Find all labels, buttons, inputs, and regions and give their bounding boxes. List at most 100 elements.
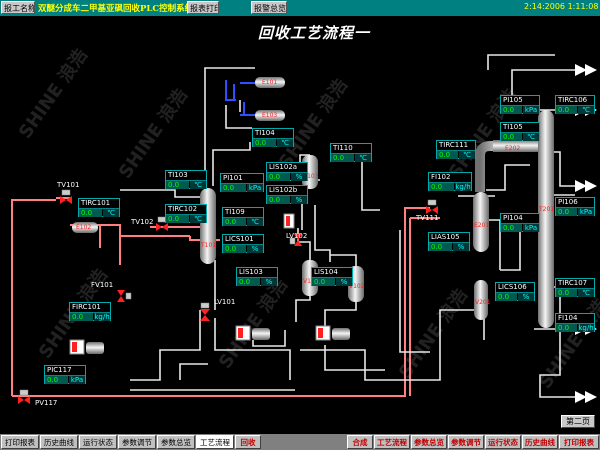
- instrument-panel-lics101[interactable]: LICS101 0.0%: [222, 234, 264, 253]
- vessel-label-v101: V101: [303, 278, 319, 285]
- panel-tag: TI105: [501, 123, 539, 133]
- vessel-label-e202: E202: [505, 145, 521, 152]
- nav-run-status[interactable]: 运行状态: [79, 435, 117, 449]
- valve-label-tv102[interactable]: TV102: [131, 218, 154, 226]
- top-button-alarm-overview[interactable]: 报警总览: [251, 1, 287, 14]
- instrument-panel-ti105[interactable]: TI105 0.0℃: [500, 122, 540, 141]
- panel-unit: ℃: [190, 215, 206, 223]
- nav-synthesis-print-report[interactable]: 打印报表: [559, 435, 599, 449]
- panel-unit: %: [247, 245, 263, 253]
- nav-synthesis[interactable]: 合成: [347, 435, 373, 449]
- next-page-button[interactable]: 第二页: [561, 415, 595, 428]
- nav-synthesis-param-adjust[interactable]: 参数调节: [448, 435, 484, 449]
- panel-tag: PI106: [556, 198, 594, 208]
- panel-value: 0.0: [70, 313, 93, 321]
- instrument-panel-ti109[interactable]: TI109 0.0℃: [222, 207, 264, 226]
- instrument-panel-tirc107[interactable]: TIRC107 0.0℃: [555, 278, 595, 297]
- nav-history-curve[interactable]: 历史曲线: [40, 435, 78, 449]
- instrument-panel-ti103[interactable]: TI103 0.0℃: [165, 170, 207, 189]
- panel-value: 0.0: [556, 106, 577, 114]
- panel-value: 0.0: [267, 196, 290, 204]
- panel-value: 0.0: [556, 324, 577, 332]
- valve-label-tv101[interactable]: TV101: [57, 181, 80, 189]
- panel-unit: kg/h: [578, 324, 594, 332]
- panel-unit: ℃: [277, 139, 293, 147]
- panel-unit: %: [291, 196, 307, 204]
- nav-synthesis-run-status[interactable]: 运行状态: [485, 435, 521, 449]
- panel-tag: LICS101: [223, 235, 263, 245]
- instrument-panel-lis103[interactable]: LIS103 0.0%: [236, 267, 278, 286]
- nav-print-report[interactable]: 打印报表: [1, 435, 39, 449]
- instrument-panel-tirc102[interactable]: TIRC102 0.0℃: [165, 204, 207, 223]
- nav-param-overview[interactable]: 参数总览: [157, 435, 195, 449]
- valve-label-lv101[interactable]: LV101: [214, 298, 236, 306]
- panel-tag: LIS103: [237, 268, 277, 278]
- panel-unit: %: [453, 243, 469, 251]
- panel-tag: TIRC101: [79, 199, 119, 209]
- nav-process-flow[interactable]: 工艺流程: [196, 435, 234, 449]
- instrument-panel-ti110[interactable]: TI110 0.0℃: [330, 143, 372, 162]
- instrument-panel-tirc101[interactable]: TIRC101 0.0℃: [78, 198, 120, 217]
- instrument-panel-tirc106[interactable]: TIRC106 0.0℃: [555, 95, 595, 114]
- panel-tag: LIS102b: [267, 186, 307, 196]
- valve-label-fv101[interactable]: FV101: [91, 281, 114, 289]
- top-button-print-report[interactable]: 报表打印: [187, 1, 219, 14]
- vessel-label-v201: V201: [475, 299, 491, 306]
- panel-tag: TI109: [223, 208, 263, 218]
- instrument-panel-tirc111[interactable]: TIRC111 0.0℃: [436, 140, 476, 159]
- process-flow-diagram: [11, 54, 597, 404]
- panel-value: 0.0: [556, 289, 577, 297]
- vessel-label-e201: E201: [474, 222, 490, 229]
- panel-value: 0.0: [501, 106, 522, 114]
- vessel-label-v103: V103: [303, 173, 319, 180]
- panel-tag: FIRC101: [70, 303, 110, 313]
- panel-unit: kg/h: [455, 183, 471, 191]
- vessel-label-e103: E103: [262, 112, 278, 119]
- panel-tag: TIRC102: [166, 205, 206, 215]
- panel-value: 0.0: [166, 215, 189, 223]
- panel-unit: kPa: [69, 376, 85, 384]
- panel-unit: ℃: [247, 218, 263, 226]
- valve-label-pv117[interactable]: PV117: [35, 399, 58, 407]
- panel-unit: kPa: [523, 224, 539, 232]
- valve-label-tv111[interactable]: TV111: [416, 214, 439, 222]
- instrument-panel-lis104[interactable]: LIS104 0.0%: [311, 267, 353, 286]
- panel-tag: TIRC111: [437, 141, 475, 151]
- app-title: 双醚分成车二甲基亚砜回收PLC控制系统: [38, 4, 194, 14]
- panel-tag: TI103: [166, 171, 206, 181]
- instrument-panel-lis102a[interactable]: LIS102a 0.0%: [266, 162, 308, 181]
- vessel-label-e101: E101: [262, 79, 278, 86]
- panel-value: 0.0: [556, 208, 577, 216]
- panel-tag: PI104: [501, 214, 539, 224]
- top-button-report-name[interactable]: 报工名称: [1, 1, 35, 14]
- nav-synthesis-process-flow[interactable]: 工艺流程: [374, 435, 410, 449]
- instrument-panel-ti104[interactable]: TI104 0.0℃: [252, 128, 294, 147]
- nav-synthesis-history-curve[interactable]: 历史曲线: [522, 435, 558, 449]
- panel-value: 0.0: [429, 183, 454, 191]
- nav-recovery[interactable]: 回收: [235, 435, 261, 449]
- nav-param-adjust[interactable]: 参数调节: [118, 435, 156, 449]
- panel-value: 0.0: [237, 278, 260, 286]
- nav-synthesis-param-overview[interactable]: 参数总览: [411, 435, 447, 449]
- vessel-label-e102: E102: [76, 224, 92, 231]
- panel-tag: PI105: [501, 96, 539, 106]
- instrument-panel-lias105[interactable]: LIAS105 0.0%: [428, 232, 470, 251]
- top-bar: 报工名称 双醚分成车二甲基亚砜回收PLC控制系统 报表打印 报警总览 2:14:…: [0, 0, 600, 16]
- instrument-panel-lis102b[interactable]: LIS102b 0.0%: [266, 185, 308, 204]
- valve-label-lv102[interactable]: LV102: [286, 232, 308, 240]
- panel-tag: LIS104: [312, 268, 352, 278]
- panel-value: 0.0: [312, 278, 335, 286]
- panel-tag: PIC117: [45, 366, 85, 376]
- instrument-panel-lics106[interactable]: LICS106 0.0%: [495, 282, 535, 301]
- panel-tag: LIS102a: [267, 163, 307, 173]
- panel-tag: LICS106: [496, 283, 534, 293]
- panel-tag: FI102: [429, 173, 471, 183]
